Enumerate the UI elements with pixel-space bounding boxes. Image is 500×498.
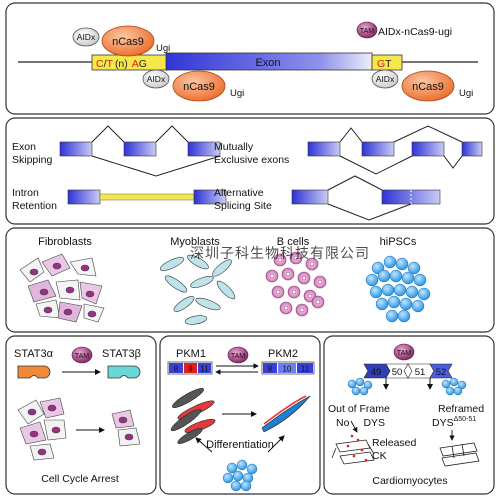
svg-text:11: 11: [200, 365, 209, 374]
aidx-label: AIDx: [376, 74, 395, 84]
panel-f: TAM 49 50 51 52 Out of Frame Reframed No…: [323, 335, 495, 495]
svg-text:8: 8: [174, 365, 179, 374]
ugi-label: Ugi: [156, 43, 170, 54]
hipscs-label: hiPSCs: [380, 236, 417, 248]
ncas9-label: nCas9: [183, 81, 215, 93]
ncas9-label: nCas9: [112, 36, 144, 48]
myoblasts-label: Myoblasts: [170, 236, 220, 248]
mutually-exclusive-diagram: [307, 125, 483, 175]
aidx-shape: [371, 69, 399, 89]
fibroblast-cells: [19, 253, 105, 323]
panel-e-frame: [159, 335, 321, 495]
ugi-label: Ugi: [230, 88, 244, 99]
cardiomyocytes-caption: Cardiomyocytes: [372, 475, 447, 487]
editor-complex-bottom-right: AIDx nCas9 Ugi: [371, 69, 473, 102]
tam-label: TAM: [75, 353, 89, 360]
svg-text:8: 8: [268, 365, 273, 374]
hipsc-cluster-right: [441, 377, 467, 396]
svg-text:10: 10: [283, 365, 292, 374]
out-of-frame-label: Out of Frame: [328, 403, 390, 415]
differentiation-caption: Differentiation: [206, 439, 274, 451]
stem-cells: [222, 459, 258, 492]
tam-label: TAM: [397, 350, 411, 357]
ugi-label: Ugi: [459, 88, 473, 99]
panel-c-frame: [5, 227, 495, 333]
aidx-shape: [142, 69, 170, 89]
exon-skipping-diagram: [59, 125, 221, 177]
stat3b-protein: [107, 365, 141, 379]
stat3a-protein: [17, 365, 51, 379]
panel-f-frame: [323, 335, 495, 495]
svg-text:51: 51: [415, 367, 426, 378]
aidx-label: AIDx: [147, 74, 166, 84]
aidx-label: AIDx: [77, 32, 96, 42]
ncas9-shape: [172, 70, 226, 102]
panel-c: Fibroblasts Myoblasts B cells hiPSCs: [5, 227, 495, 333]
tam-icon: [393, 343, 415, 361]
tam-icon: [356, 21, 378, 39]
svg-text:11: 11: [301, 365, 310, 374]
cell-cycle-arrest-caption: Cell Cycle Arrest: [41, 473, 119, 485]
dys-deletion-label: DYSΔ50-51: [432, 416, 476, 429]
pkm2-exons: 8 10 11: [261, 361, 315, 375]
arrested-cells: [111, 409, 141, 447]
pkm2-label: PKM2: [268, 348, 298, 360]
panel-e: PKM1 PKM2 TAM 8 9 11 8 10 11: [159, 335, 321, 495]
healthy-cardiomyocyte: [439, 442, 480, 467]
bcells-label: B cells: [277, 236, 310, 248]
editor-complex-bottom-left: AIDx nCas9 Ugi: [142, 69, 244, 102]
tam-icon: [227, 346, 249, 364]
watermark: 深圳子科生物科技有限公司: [190, 245, 370, 261]
hipsc-colony: [365, 255, 431, 323]
arrow: [350, 420, 358, 433]
myoblast-cells: [159, 254, 236, 325]
pkm1-exons: 8 9 11: [167, 361, 213, 375]
intron-retention-diagram: [67, 189, 227, 205]
svg-text:9: 9: [188, 365, 193, 374]
stat3b-label: STAT3β: [102, 348, 141, 360]
released-ck-dots: [346, 434, 368, 462]
stat3a-label: STAT3α: [14, 348, 54, 360]
splice-donor-text: GT: [377, 58, 392, 70]
editor-complex-top: AIDx nCas9 Ugi: [72, 25, 170, 57]
panel-d: STAT3α STAT3β TAM Cell Cycle Arrest: [5, 335, 157, 495]
dystrophin-exons: 49 50 51 52: [363, 363, 453, 379]
proliferating-cells: [17, 397, 67, 461]
splice-acceptor-text: C/T(n)AG: [96, 58, 147, 70]
ncas9-shape: [101, 25, 155, 57]
tam-icon: [71, 346, 93, 364]
hipsc-cluster-left: [347, 377, 373, 396]
panel-a: Exon C/T(n)AG GT AIDx nCas9 Ugi AIDx nCa…: [5, 2, 495, 115]
pkm1-label: PKM1: [176, 348, 206, 360]
aidx-shape: [72, 27, 100, 47]
tam-label: TAM: [360, 28, 374, 35]
fibroblasts-label: Fibroblasts: [38, 236, 92, 248]
myoblast-group: [170, 388, 216, 444]
b-cell-nuclei: [269, 255, 323, 313]
svg-text:49: 49: [371, 367, 382, 378]
damaged-cardiomyocyte: [331, 439, 375, 465]
tam-label: TAM: [231, 353, 245, 360]
ncas9-shape: [401, 70, 455, 102]
svg-text:50: 50: [392, 367, 403, 378]
ncas9-label: nCas9: [412, 81, 444, 93]
svg-text:52: 52: [436, 367, 447, 378]
exon-label: Exon: [255, 57, 280, 69]
arrow: [267, 435, 285, 453]
alternative-splicing-diagram: [291, 175, 441, 221]
legend-label: AIDx-nCas9-ugi: [378, 26, 452, 38]
arrow: [195, 437, 213, 453]
legend: TAM AIDx-nCas9-ugi: [356, 21, 452, 39]
myotube-group: [261, 395, 311, 433]
reframed-label: Reframed: [438, 403, 484, 415]
